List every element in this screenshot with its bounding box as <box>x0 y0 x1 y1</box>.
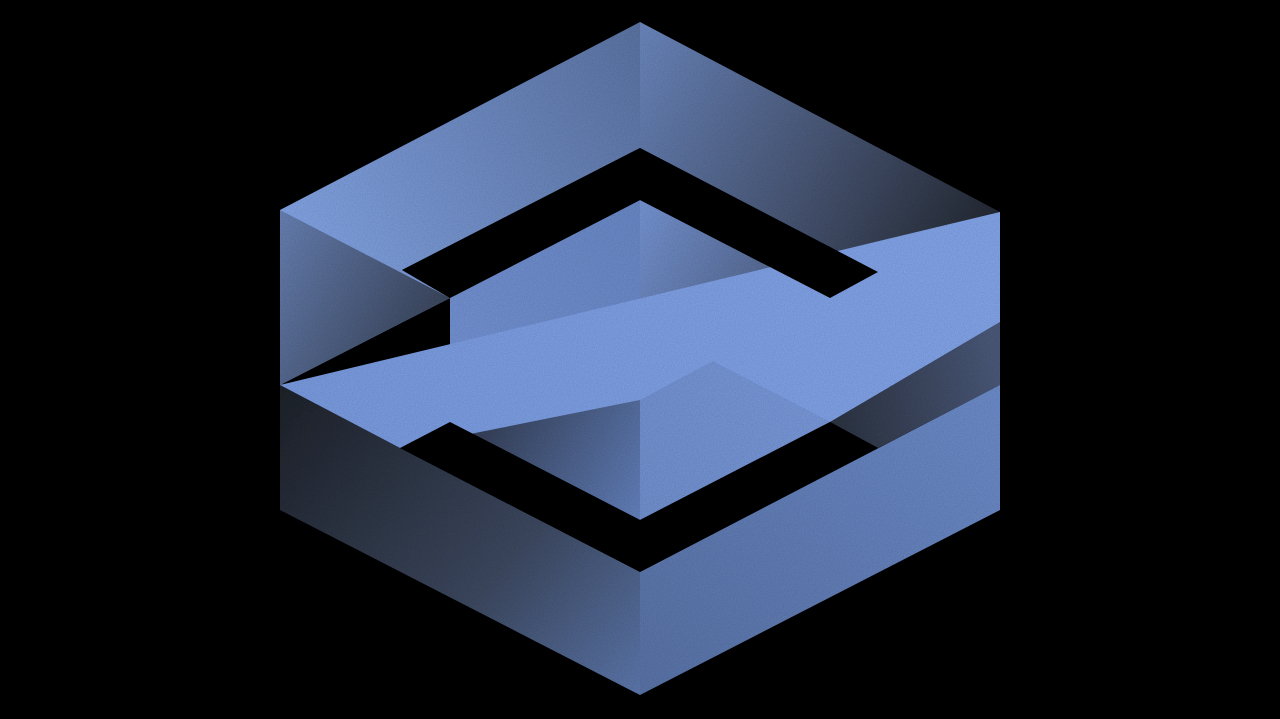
lower-right-face <box>640 385 1000 695</box>
crossing-band-strip <box>280 298 830 448</box>
upper-right-face <box>640 22 1000 272</box>
lower-inner-floor-right <box>640 422 878 572</box>
upper-left-side <box>280 210 450 385</box>
lower-left-face <box>280 385 640 695</box>
lower-right-inner <box>830 322 1000 448</box>
inner-wall-bottom-right <box>640 360 830 520</box>
upper-gap <box>402 148 878 298</box>
lower-inner-floor-left <box>400 422 640 572</box>
crossing-band-right <box>710 212 1000 422</box>
